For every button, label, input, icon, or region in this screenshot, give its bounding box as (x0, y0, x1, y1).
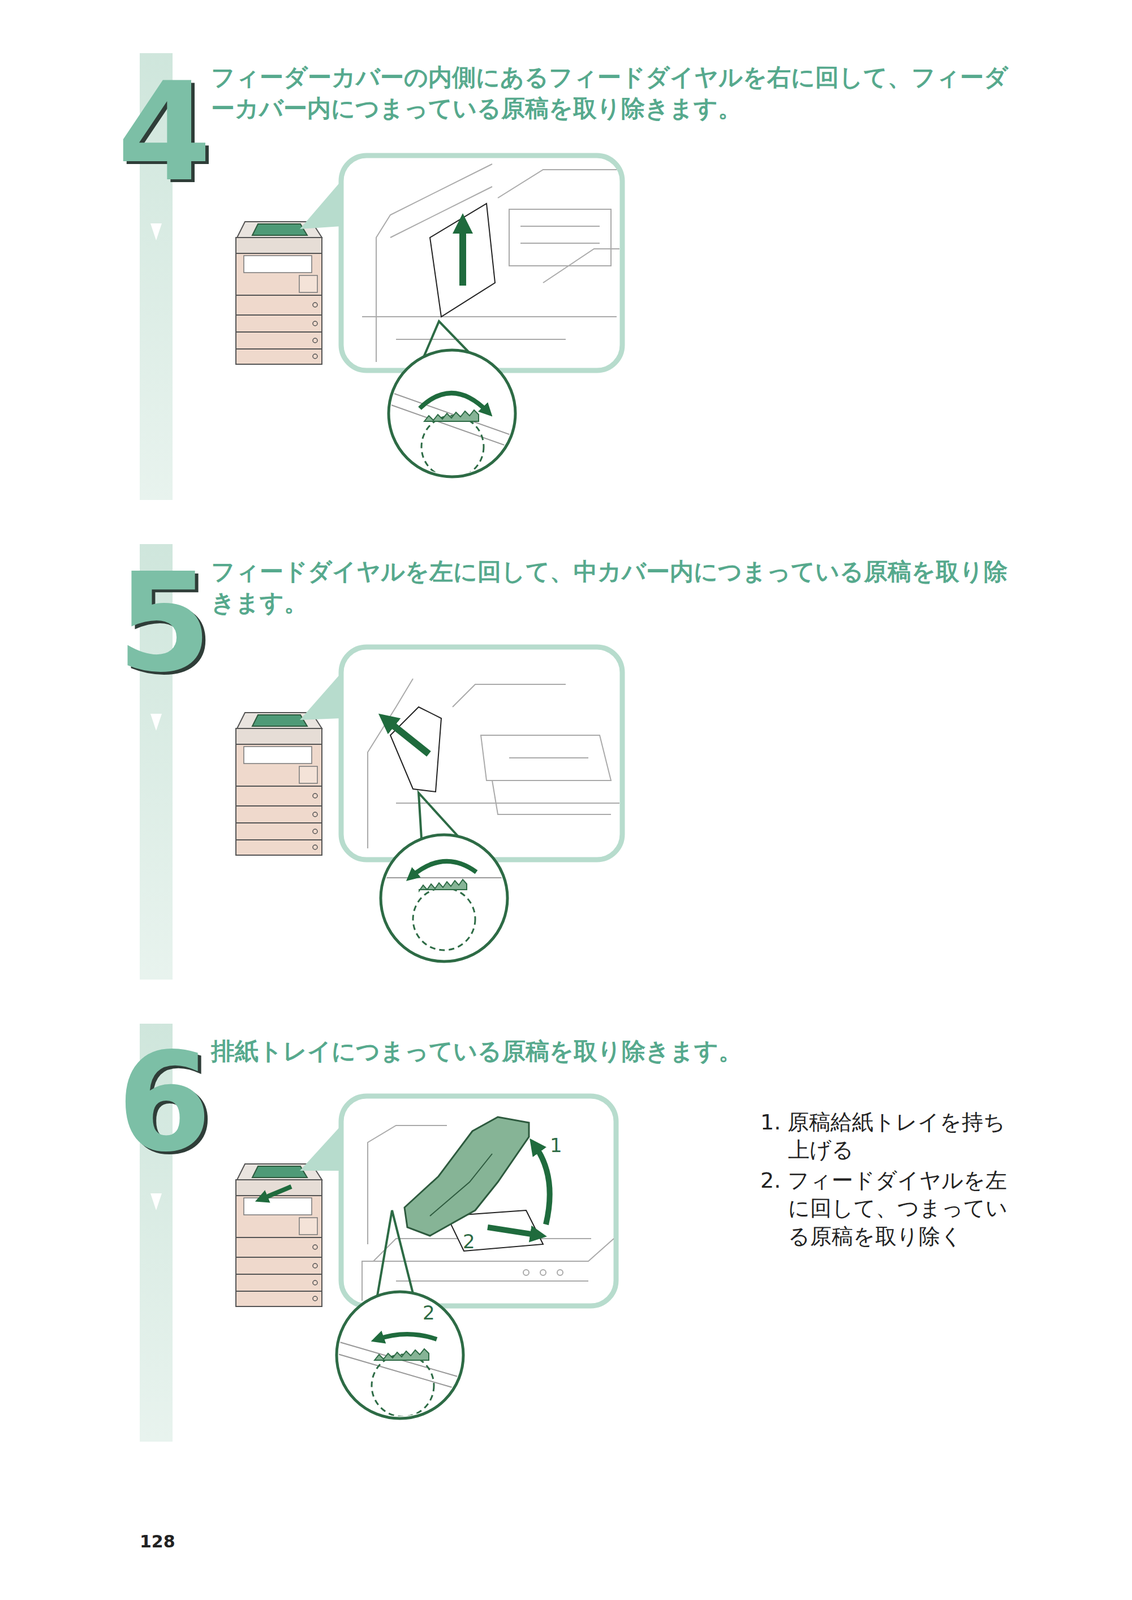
detail-circle-part-part (377, 1334, 437, 1340)
detail-circle-part-part (411, 861, 477, 877)
jammed-paper-part (429, 203, 496, 317)
detail-circle-part-part (333, 1340, 470, 1381)
feed-tray-part (429, 1154, 493, 1217)
step-band: 6排紙トレイにつまっている原稿を取り除きます。 (139, 1023, 173, 1443)
move-arrow-part (487, 1227, 539, 1236)
detail-circle (333, 1292, 470, 1419)
detail-circle-part-part (379, 877, 510, 879)
callout-frame-part (299, 673, 342, 721)
detail-circle-part (336, 1292, 464, 1419)
step-band-ground-part (150, 1193, 162, 1211)
step-number: 6 (117, 1035, 212, 1172)
machine-icon-part (235, 1164, 322, 1307)
instruction-note: 2. フィードダイヤルを左に回して、つまっている原稿を取り除く (760, 1167, 1027, 1251)
move-arrow-part (534, 1145, 550, 1225)
feeder-sketch-part (520, 226, 600, 244)
machine-icon-part (235, 221, 322, 365)
feeder-sketch-part (509, 209, 611, 266)
move-arrow (386, 720, 429, 755)
feeder-sketch-part (362, 316, 617, 318)
detail-circle-part (336, 1292, 464, 1419)
callout-frame (299, 155, 623, 371)
leader-line (377, 1210, 413, 1297)
detail-circle-part-part (421, 415, 484, 479)
step-band-ground-part (150, 713, 162, 731)
feeder-sketch-part (452, 684, 566, 708)
feeder-sketch-part (509, 757, 589, 759)
detail-circle-part-part (371, 1354, 434, 1418)
feed-tray-part (404, 1117, 529, 1237)
leader-line-part (418, 793, 459, 839)
detail-circle-part (379, 861, 510, 951)
feeder-sketch-part (523, 1270, 529, 1276)
feeder-sketch-part (396, 1280, 589, 1282)
step-band-ground (139, 53, 173, 1443)
feeder-sketch-part (492, 780, 611, 815)
callout-frame-part (299, 181, 342, 230)
feeder-sketch (362, 164, 620, 363)
callout-number: 2 (462, 1231, 476, 1254)
leader-line (418, 793, 459, 839)
jammed-paper-part (390, 707, 442, 793)
feed-tray (404, 1117, 529, 1237)
step-band-ground-part (150, 223, 162, 241)
feeder-sketch-part (543, 248, 620, 283)
move-arrow (487, 1145, 550, 1236)
feeder-sketch-part (497, 169, 617, 199)
callout-frame-part (341, 1096, 617, 1307)
move-arrow (462, 223, 464, 286)
detail-circle-part-part (419, 393, 488, 412)
detail-circle-part-part (384, 402, 521, 451)
step-band: 4フィーダーカバーの内側にあるフィードダイヤルを右に回して、フィーダーカバー内に… (139, 53, 173, 501)
feeder-sketch-part (540, 1270, 546, 1276)
detail-circle (379, 834, 510, 962)
leader-line-part (377, 1210, 413, 1297)
instruction-note: 1. 原稿給紙トレイを持ち上げる (760, 1108, 1027, 1165)
feeder-sketch (367, 678, 620, 849)
step-band: 5フィードダイヤルを左に回して、中カバー内につまっている原稿を取り除きます。 (139, 544, 173, 980)
detail-circle (384, 350, 521, 479)
page-number: 128 (139, 1531, 176, 1553)
move-arrow-part (386, 720, 429, 755)
jammed-paper (429, 203, 496, 317)
machine-icon-part (235, 712, 322, 856)
move-arrow-part (459, 223, 467, 286)
feeder-sketch-part (480, 735, 611, 781)
feeder-sketch-part (396, 338, 566, 340)
callout-frame (299, 647, 623, 860)
step-heading: フィーダーカバーの内側にあるフィードダイヤルを右に回して、フィーダーカバー内につ… (211, 62, 1021, 124)
detail-circle-part (388, 350, 516, 477)
machine-icon-part (261, 1186, 292, 1200)
detail-circle-part-part (374, 1349, 429, 1361)
step-heading: フィードダイヤルを左に回して、中カバー内につまっている原稿を取り除きます。 (211, 556, 1021, 619)
feeder-sketch-part (557, 1270, 563, 1276)
callout-frame-part (299, 1125, 342, 1172)
detail-circle-part (380, 834, 508, 962)
detail-circle-part-part (412, 888, 476, 951)
detail-circle-part (388, 350, 516, 477)
detail-circle-part (384, 390, 521, 479)
step-number: 4 (117, 64, 212, 201)
detail-circle-part-part (424, 410, 479, 422)
detail-circle-part (333, 1334, 470, 1418)
jammed-paper (390, 707, 442, 793)
step-heading: 排紙トレイにつまっている原稿を取り除きます。 (211, 1036, 1021, 1068)
callout-frame-part (341, 155, 623, 371)
machine-icon (235, 1164, 322, 1307)
detail-circle-part-part (384, 390, 521, 439)
detail-circle-part (380, 834, 508, 962)
callout-frame (299, 1096, 617, 1307)
machine-icon (235, 712, 322, 856)
step-number: 5 (117, 555, 212, 692)
detail-circle-part-part (419, 879, 467, 892)
callout-number: 1 (549, 1134, 563, 1157)
callout-frame-part (341, 647, 623, 860)
machine-icon (235, 221, 322, 365)
callout-number: 2 (422, 1302, 436, 1325)
